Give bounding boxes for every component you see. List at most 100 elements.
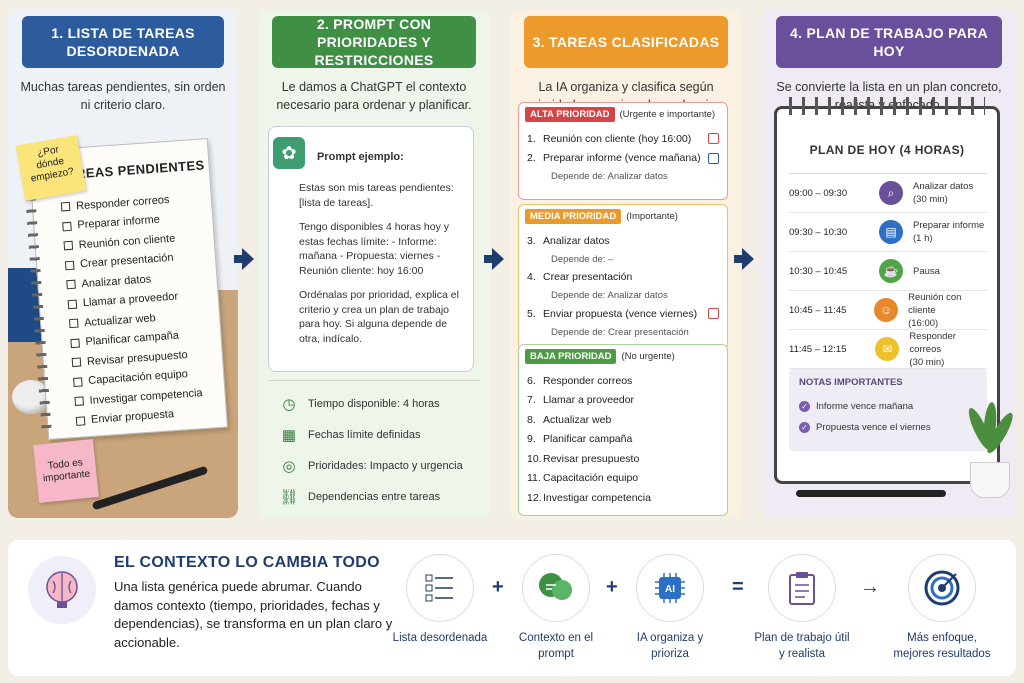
low-priority-tag: BAJA PRIORIDAD	[525, 349, 617, 364]
note-item: ✓Propuesta vence el viernes	[799, 417, 977, 438]
prompt-paragraph: Ordénalas por prioridad, explica el crit…	[299, 289, 459, 345]
arrow-right-icon	[484, 248, 504, 270]
flow-step: Plan de trabajo útil y realista	[752, 554, 852, 662]
dependency-note: Depende de: Analizar datos	[551, 171, 668, 182]
clipboard-icon	[768, 554, 836, 622]
checkbox-icon	[75, 416, 86, 426]
checkbox-icon	[64, 260, 75, 271]
magnifier-icon: ⌕	[879, 181, 903, 205]
prompt-title: Prompt ejemplo:	[317, 151, 404, 163]
mail-icon: ✉	[875, 337, 900, 361]
prompt-paragraph: Tengo disponibles 4 horas hoy y estas fe…	[299, 221, 450, 277]
summary-title: EL CONTEXTO LO CAMBIA TODO	[114, 554, 380, 571]
high-priority-tag: ALTA PRIORIDAD	[525, 107, 615, 122]
low-priority-box: BAJA PRIORIDAD(No urgente) 6.Responder c…	[518, 344, 728, 516]
checkbox-icon	[60, 202, 71, 212]
target-icon	[908, 554, 976, 622]
flow-step: Más enfoque, mejores resultados	[892, 554, 992, 662]
ai-chip-icon: AI	[636, 554, 704, 622]
plus-operator: +	[606, 576, 618, 598]
panel-work-plan: 4. PLAN DE TRABAJO PARA HOY Se convierte…	[762, 10, 1017, 518]
checkbox-icon	[73, 377, 83, 387]
svg-text:AI: AI	[665, 584, 675, 595]
panel-prompt: 2. PROMPT CON PRIORIDADES Y RESTRICCIONE…	[258, 10, 490, 518]
brain-icon	[28, 556, 96, 624]
list-item: 6.Responder correos	[527, 374, 633, 387]
medium-priority-box: MEDIA PRIORIDAD(Importante) 3.Analizar d…	[518, 204, 728, 350]
schedule-slot: 10:45 – 11:45 ☺ Reunión con cliente(16:0…	[789, 291, 987, 330]
panel4-title: 4. PLAN DE TRABAJO PARA HOY	[776, 16, 1002, 68]
checkbox-icon	[63, 241, 74, 251]
sticky-note-question: ¿Por dónde empiezo?	[15, 135, 87, 201]
panel3-title: 3. TAREAS CLASIFICADAS	[524, 16, 728, 68]
arrow-right-icon	[234, 248, 254, 270]
check-icon: ✓	[799, 401, 810, 412]
check-icon: ✓	[799, 422, 810, 433]
calendar-icon	[708, 152, 719, 164]
target-icon: ◎	[282, 457, 296, 475]
notes-title: NOTAS IMPORTANTES	[799, 377, 903, 388]
list-item: 4.Crear presentación	[527, 271, 633, 284]
chat-icon	[522, 554, 590, 622]
list-item: 3.Analizar datos	[527, 234, 610, 247]
checklist-icon	[406, 554, 474, 622]
dependency-note: Depende de: Analizar datos	[551, 290, 668, 301]
checkbox-icon	[67, 299, 78, 309]
schedule-slot: 09:30 – 10:30 ▤ Preparar informe(1 h)	[789, 213, 987, 252]
important-notes: NOTAS IMPORTANTES ✓Informe vence mañana …	[789, 369, 987, 451]
note-item: ✓Informe vence mañana	[799, 396, 977, 417]
people-icon: ☺	[874, 298, 899, 322]
checkbox-icon	[62, 221, 72, 232]
feature-item: ◎Prioridades: Impacto y urgencia	[268, 451, 480, 480]
calendar-icon	[708, 133, 719, 145]
checkbox-icon	[68, 318, 79, 329]
equals-operator: =	[732, 576, 744, 598]
schedule-slot: 09:00 – 09:30 ⌕ Analizar datos(30 min)	[789, 174, 987, 213]
feature-item: ▦Fechas límite definidas	[281, 426, 421, 444]
prompt-card: ✿ Prompt ejemplo: Estas son mis tareas p…	[268, 126, 474, 372]
list-item: 8.Actualizar web	[527, 413, 612, 426]
list-item: 10.Revisar presupuesto	[527, 452, 640, 465]
summary-section: EL CONTEXTO LO CAMBIA TODO Una lista gen…	[8, 540, 1016, 676]
plan-title: PLAN DE HOY (4 HORAS)	[809, 143, 965, 157]
list-item: 12.Investigar competencia	[527, 491, 651, 504]
calendar-icon	[708, 308, 719, 320]
medium-priority-tag: MEDIA PRIORIDAD	[525, 209, 622, 224]
flow-step: AI IA organiza y prioriza	[620, 554, 720, 662]
calendar-icon: ▦	[281, 426, 297, 444]
notebook-rings	[789, 97, 985, 115]
panel1-description: Muchas tareas pendientes, sin orden ni c…	[20, 80, 226, 112]
feature-list: ◷Tiempo disponible: 4 horas ▦Fechas lími…	[268, 380, 480, 510]
summary-text: Una lista genérica puede abrumar. Cuando…	[114, 579, 393, 650]
flow-step: Lista desordenada	[390, 554, 490, 646]
flow-step: Contexto en el prompt	[506, 554, 606, 662]
list-item: 1.Reunión con cliente (hoy 16:00)	[527, 129, 727, 149]
arrow-right-icon: →	[860, 576, 880, 598]
panel2-title: 2. PROMPT CON PRIORIDADES Y RESTRICCIONE…	[272, 16, 476, 68]
checkbox-icon	[71, 357, 82, 368]
sticky-note-important: Todo es importante	[33, 439, 99, 503]
plus-operator: +	[492, 576, 504, 598]
list-item: 2.Preparar informe (vence mañana)	[527, 149, 727, 169]
coffee-icon: ☕	[879, 259, 903, 283]
arrow-right-icon	[734, 248, 754, 270]
list-item: 5.Enviar propuesta (vence viernes)	[527, 304, 727, 324]
list-item: 11.Capacitación equipo	[527, 472, 639, 485]
checkbox-icon	[74, 396, 85, 407]
panel-task-list: 1. LISTA DE TAREAS DESORDENADA Muchas ta…	[8, 10, 238, 518]
prompt-text: Estas son mis tareas pendientes: [lista …	[299, 181, 465, 356]
high-priority-box: ALTA PRIORIDAD(Urgente e importante) 1.R…	[518, 102, 728, 200]
pen-icon	[796, 490, 946, 497]
clock-icon: ◷	[282, 395, 296, 413]
task-list: Responder correos Preparar informe Reuni…	[60, 189, 204, 431]
list-item: 7.Llamar a proveedor	[527, 394, 635, 407]
link-icon: ⛓	[279, 488, 299, 506]
checkbox-icon	[66, 279, 76, 290]
schedule-list: 09:00 – 09:30 ⌕ Analizar datos(30 min) 0…	[789, 173, 987, 369]
chatgpt-logo-icon: ✿	[273, 137, 305, 169]
feature-item: ⛓Dependencias entre tareas	[279, 488, 441, 506]
dependency-note: Depende de: Crear presentación	[551, 326, 689, 338]
document-icon: ▤	[879, 220, 903, 244]
schedule-slot: 11:45 – 12:15 ✉ Responder correos(30 min…	[789, 330, 987, 369]
schedule-slot: 10:30 – 10:45 ☕ Pausa	[789, 252, 987, 291]
